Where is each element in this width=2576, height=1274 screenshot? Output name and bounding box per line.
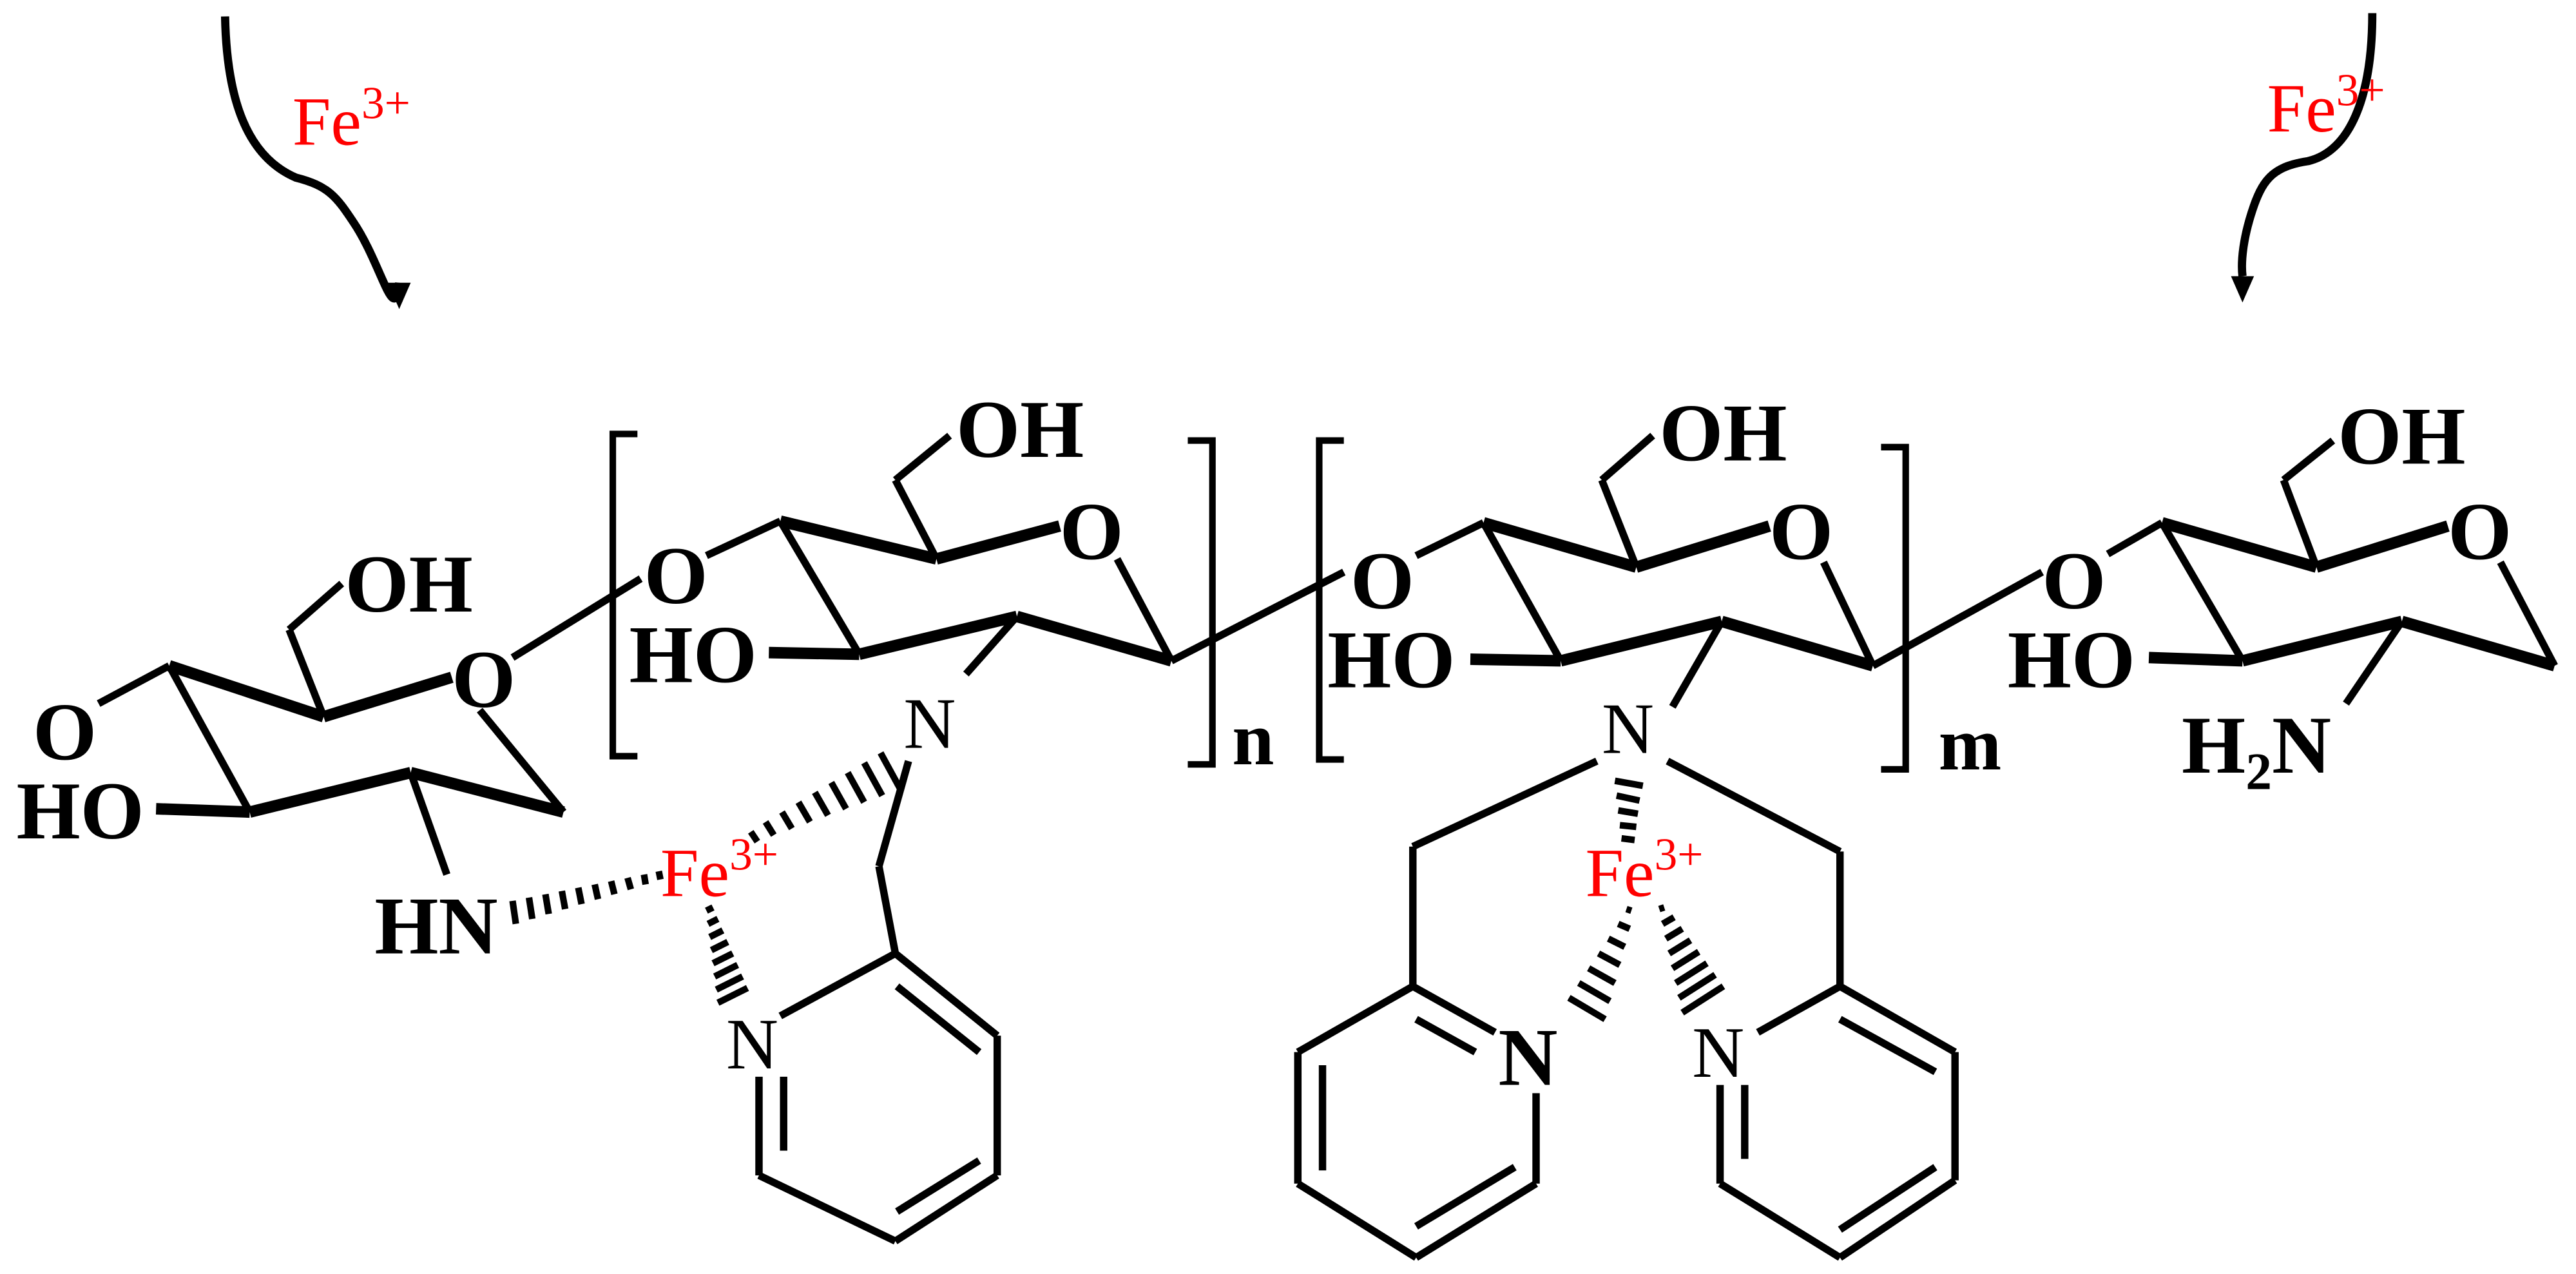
repeat-unit-n: OH O O HO N xyxy=(630,383,1346,954)
ho-label: HO xyxy=(630,609,757,700)
fe-complex-1: Fe3+ N xyxy=(509,751,1001,1245)
o4-label: O xyxy=(644,530,708,621)
hashed-bond-fe-pyridine-n-left xyxy=(1567,905,1633,1022)
repeat-index-m: m xyxy=(1939,702,2002,786)
o4-label: O xyxy=(1350,535,1414,626)
fe-center-label: Fe3+ xyxy=(660,829,778,911)
h2n-label: H2N xyxy=(2182,699,2331,801)
ring-oxygen-label: O xyxy=(2448,485,2512,577)
oh-label: OH xyxy=(956,383,1084,475)
arrowhead-icon xyxy=(387,282,411,309)
pyridine-ring-1: N xyxy=(726,950,1001,1245)
amine-n-label: N xyxy=(903,684,956,764)
amine-n-label: N xyxy=(1602,689,1654,769)
left-end-glucosamine-unit: OH O O HO HN xyxy=(16,538,643,972)
ring-oxygen-label: O xyxy=(1060,485,1124,577)
incoming-fe-arrow-right: Fe3+ xyxy=(2231,13,2385,303)
o4-label: O xyxy=(2042,535,2106,626)
pyridine-ring-2: N xyxy=(1294,983,1557,1261)
fe-ion-label: Fe3+ xyxy=(293,78,410,160)
hashed-bond-hn-fe xyxy=(509,871,664,925)
incoming-fe-arrow-left: Fe3+ xyxy=(220,16,411,309)
ho-label: HO xyxy=(1327,613,1455,705)
ho-label: HO xyxy=(2008,613,2135,705)
hashed-bond-n-fe xyxy=(747,751,903,844)
oh-label: OH xyxy=(2338,390,2465,481)
ring-oxygen-label: O xyxy=(452,633,515,725)
ring-oxygen-label: O xyxy=(1769,485,1833,577)
ho-label: HO xyxy=(16,765,144,856)
o4-label: O xyxy=(33,686,97,778)
oh-label: OH xyxy=(1659,387,1787,478)
right-end-glucosamine-unit: OH O O HO H2N xyxy=(2008,390,2558,801)
pyridine-n-label: N xyxy=(1692,1013,1744,1093)
repeat-bracket-n: n xyxy=(609,430,1274,781)
fe-center-label: Fe3+ xyxy=(1586,829,1704,911)
fe-complex-2: Fe3+ N N xyxy=(1294,777,1959,1261)
hn-label: HN xyxy=(374,880,497,972)
curved-arrow-icon xyxy=(220,16,403,303)
fe-ion-label: Fe3+ xyxy=(2267,64,2385,147)
pyridine-n-label: N xyxy=(1498,1012,1557,1103)
hashed-bond-n-fe xyxy=(1614,777,1644,844)
hashed-bond-fe-pyridine-n xyxy=(705,904,749,1006)
pyridine-ring-3: N xyxy=(1692,983,1959,1261)
oh-label: OH xyxy=(345,538,472,630)
hashed-bond-fe-pyridine-n-right xyxy=(1658,904,1725,1016)
repeat-index-n: n xyxy=(1232,697,1274,781)
curved-arrow-icon xyxy=(2238,13,2377,277)
arrowhead-icon xyxy=(2231,276,2254,303)
repeat-bracket-m: m xyxy=(1316,437,2002,786)
repeat-unit-m: OH O O HO N xyxy=(1327,387,2044,987)
pyridine-n-label: N xyxy=(726,1005,778,1085)
